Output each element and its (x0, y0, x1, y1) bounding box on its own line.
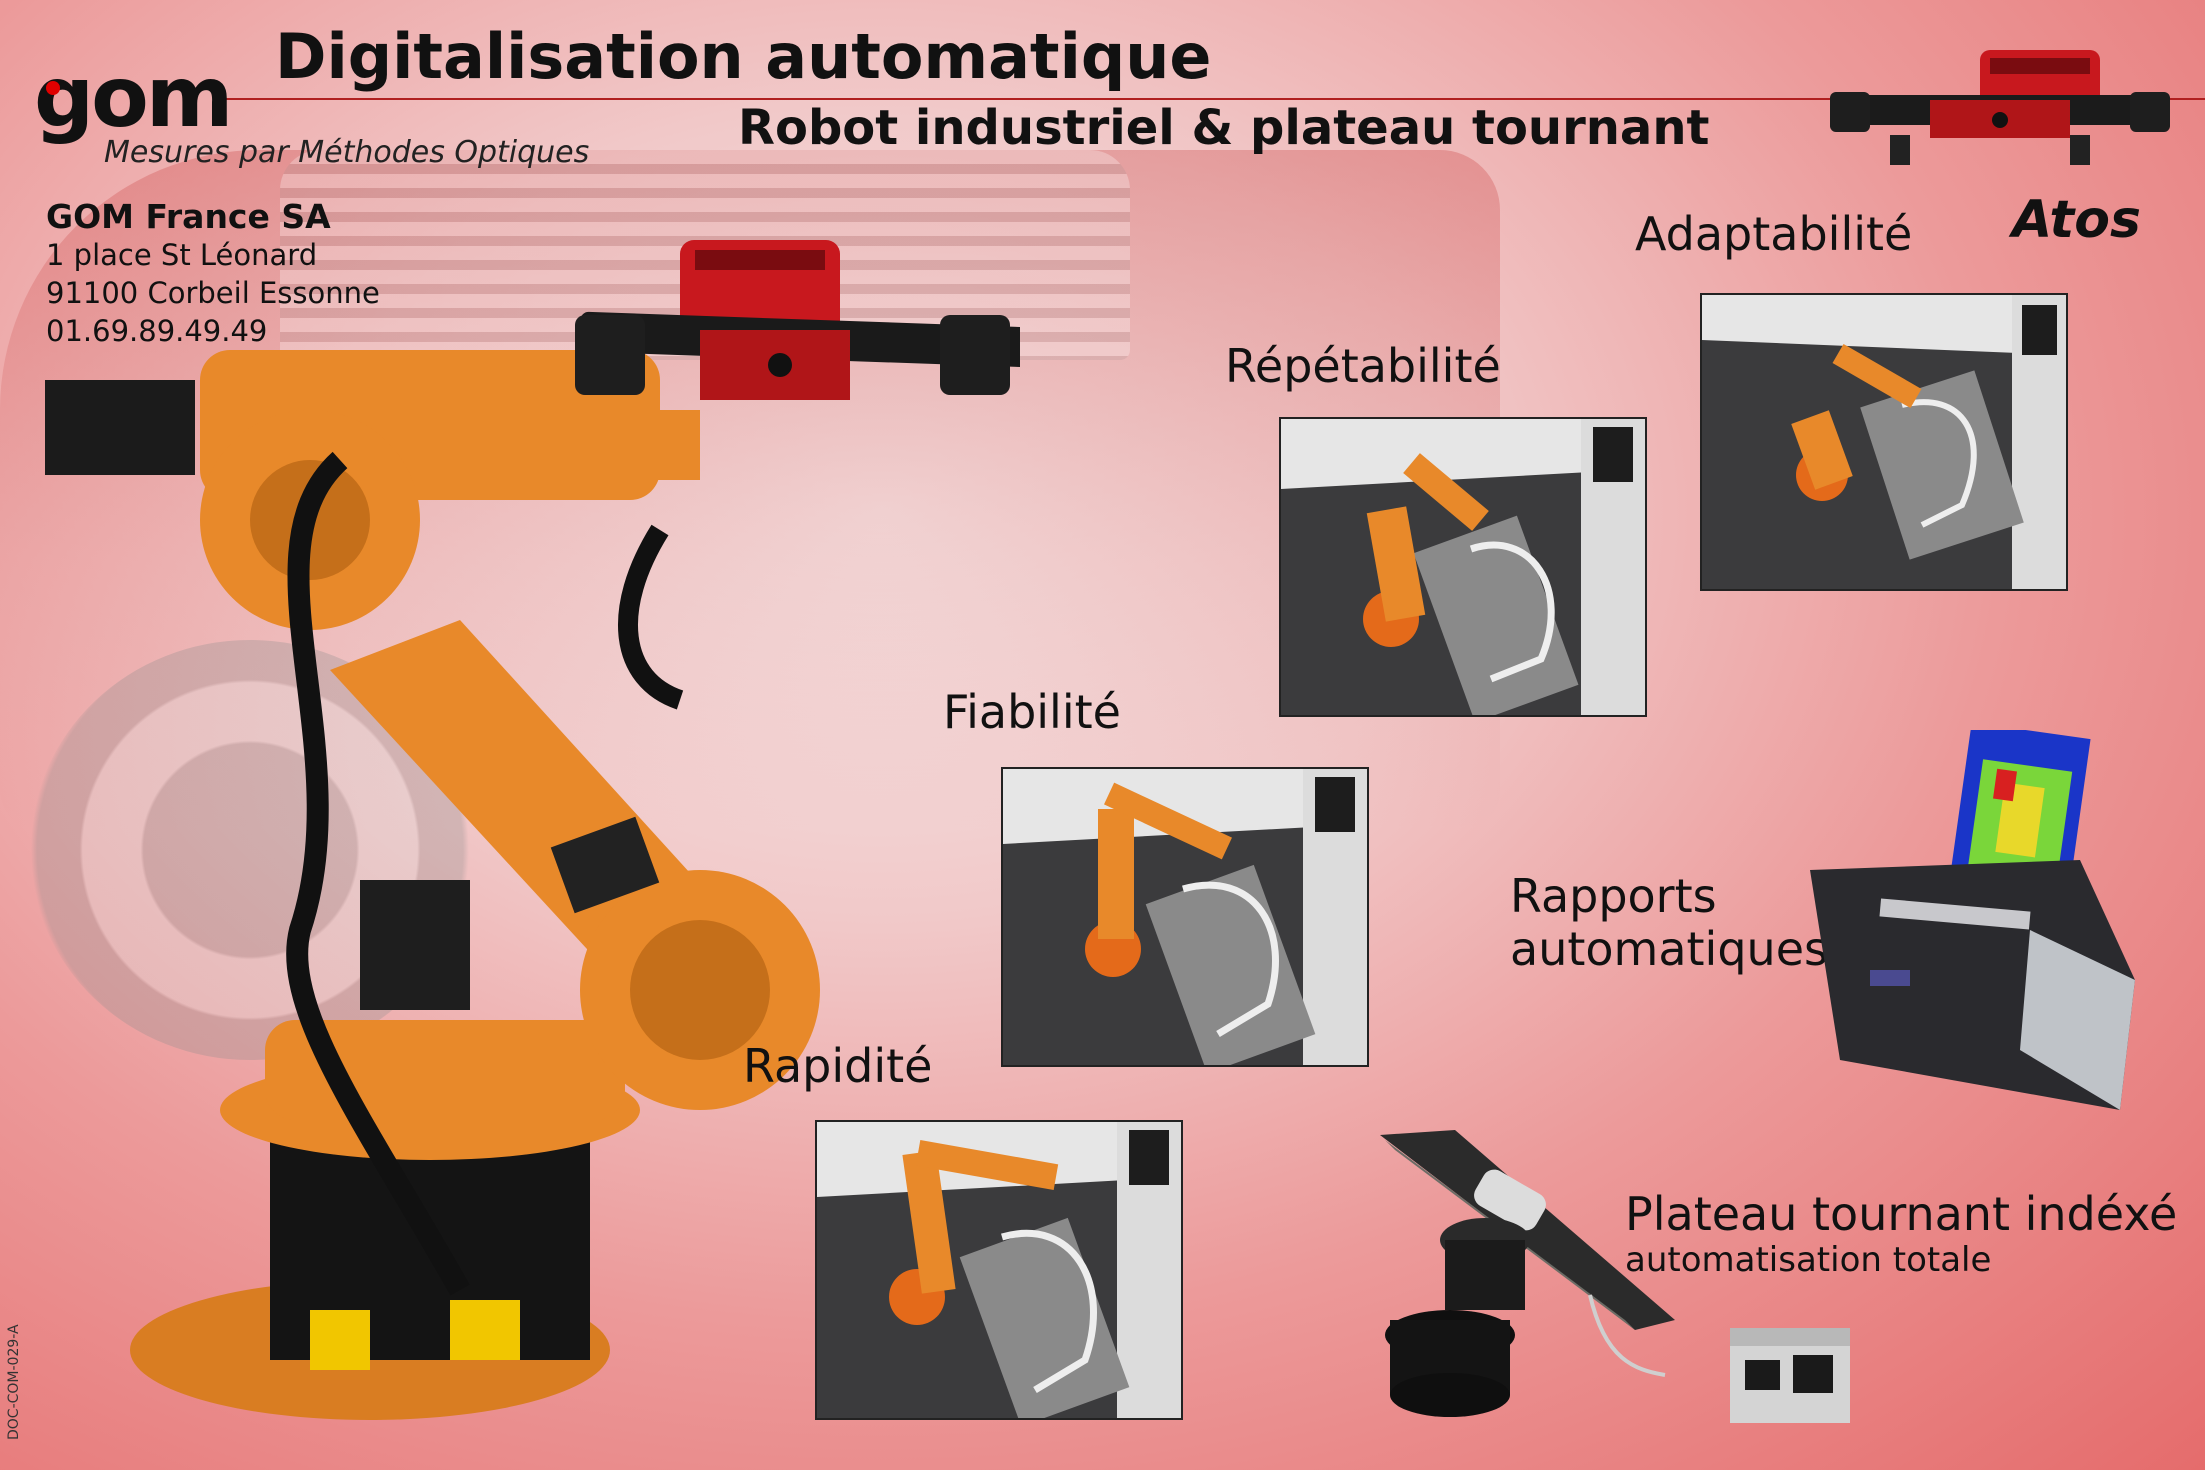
label-turntable-title: Plateau tournant indéxé (1625, 1187, 2178, 1241)
label-reliability: Fiabilité (943, 685, 1121, 739)
company-address: GOM France SA 1 place St Léonard 91100 C… (46, 198, 380, 350)
label-turntable: Plateau tournant indéxé automatisation t… (1625, 1188, 2177, 1280)
label-adaptability: Adaptabilité (1635, 207, 1913, 261)
label-reports-line2: automatiques (1510, 921, 1828, 976)
label-speed: Rapidité (743, 1039, 933, 1093)
logo-tagline: Mesures par Méthodes Optiques (104, 135, 590, 170)
photo-repeatability (1279, 417, 1647, 717)
logo-dot-icon (46, 81, 60, 95)
photo-adaptability (1700, 293, 2068, 591)
header-divider (215, 98, 2205, 100)
photo-reliability (1001, 767, 1369, 1067)
label-reports: Rapports automatiques (1510, 870, 1828, 976)
photo-speed (815, 1120, 1183, 1420)
page-title: Digitalisation automatique (275, 20, 1212, 93)
company-name: GOM France SA (46, 197, 331, 236)
logo-wordmark: gom (34, 48, 233, 146)
doc-reference: DOC-COM-029-A (6, 1324, 22, 1440)
turntable-image (1375, 1130, 1855, 1430)
label-repeatability: Répétabilité (1225, 339, 1501, 393)
printer-report-image (1800, 722, 2145, 1120)
address-street: 1 place St Léonard (46, 238, 318, 272)
gom-logo: gom Mesures par Méthodes Optiques (34, 55, 624, 185)
address-city: 91100 Corbeil Essonne (46, 276, 380, 310)
label-turntable-subtitle: automatisation totale (1625, 1239, 1992, 1280)
brand-atos: Atos (2012, 190, 2141, 250)
label-reports-line1: Rapports (1510, 869, 1717, 923)
robot-arm-image (40, 230, 1061, 1460)
address-phone: 01.69.89.49.49 (46, 314, 268, 348)
page-subtitle: Robot industriel & plateau tournant (738, 100, 1710, 156)
atos-scanner-image (1830, 40, 2170, 190)
